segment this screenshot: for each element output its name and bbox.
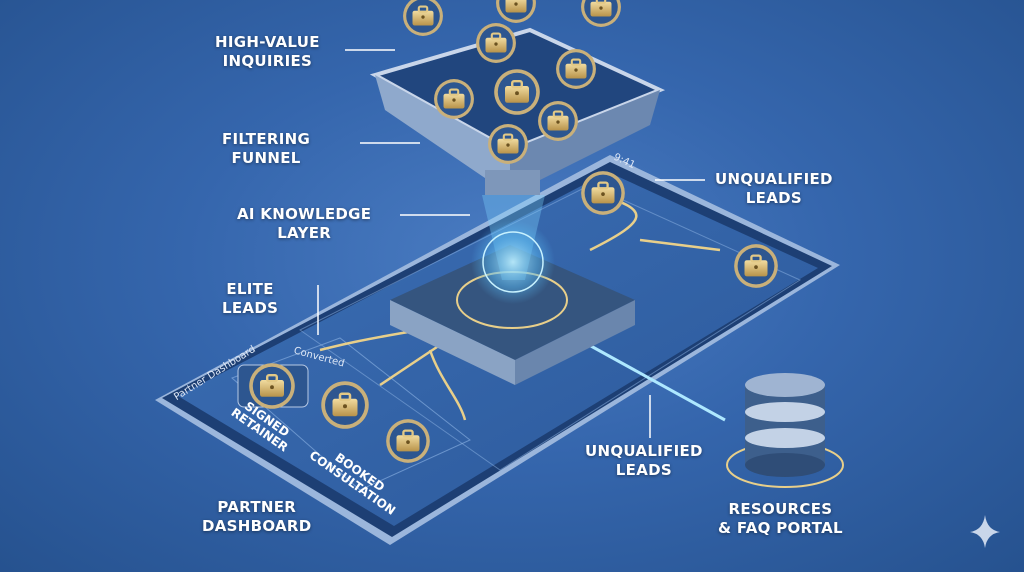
unqualified-beam [579,338,726,422]
label-resources-faq-portal: RESOURCES& FAQ PORTAL [718,500,843,537]
brain-icon [482,231,544,293]
sparkle-icon [970,515,1000,548]
signed-retainer-card[interactable] [237,362,309,410]
label-pointers [345,49,705,438]
database-icon [726,373,844,488]
